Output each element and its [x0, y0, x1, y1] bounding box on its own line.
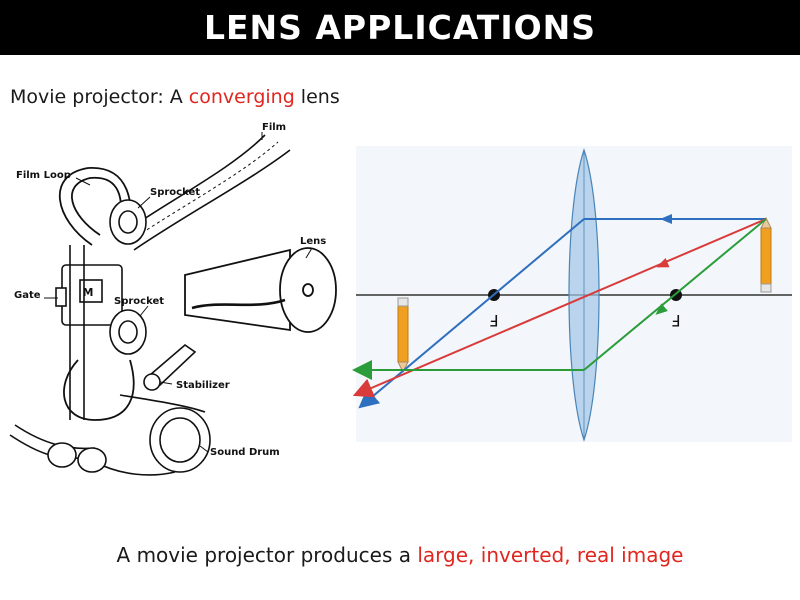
leader-lens: [305, 247, 313, 259]
leader-sprocket-top: [137, 196, 151, 209]
image-pencil: [397, 297, 409, 374]
subtitle: Movie projector: A converging lens: [10, 86, 340, 108]
sound-drum-inner: [159, 417, 201, 463]
caption-prefix: A movie projector produces a: [116, 543, 418, 567]
caption: A movie projector produces a large, inve…: [0, 543, 800, 567]
film-loop-bottom: [63, 359, 135, 421]
leader-film-loop: [75, 177, 91, 186]
sound-drum: [149, 407, 211, 473]
ray-red: [352, 218, 767, 398]
film-to-drum: [119, 394, 206, 413]
caption-highlight: large, inverted, real image: [417, 543, 684, 567]
ray-red-arrow: [656, 258, 670, 268]
title-bar: LENS APPLICATIONS: [0, 0, 800, 55]
lens-barrel: [184, 248, 291, 332]
page-title: LENS APPLICATIONS: [203, 8, 597, 47]
object-pencil: [760, 216, 772, 293]
upper-sprocket-hub: [118, 210, 138, 234]
lens-center: [302, 283, 314, 297]
leader-stabilizer: [159, 381, 173, 385]
subtitle-prefix: Movie projector: A: [10, 86, 189, 108]
film-strip-top-perforations: [126, 141, 279, 244]
bottom-roller-right: [77, 447, 107, 473]
label-sprocket-top: Sprocket: [150, 187, 200, 198]
focal-label-left: F: [489, 311, 498, 330]
label-gate: Gate: [14, 290, 41, 301]
label-lens: Lens: [300, 236, 326, 247]
lens-barrel-shading: [191, 298, 286, 310]
lower-sprocket-hub: [118, 320, 138, 344]
gate-side: [55, 287, 67, 307]
label-film-loop: Film Loop: [16, 170, 71, 181]
subtitle-suffix: lens: [294, 86, 340, 108]
focal-label-right: F: [671, 311, 680, 330]
ray-green-arrow: [655, 303, 668, 315]
gate-window: [79, 279, 103, 303]
bottom-roller-left: [47, 442, 77, 468]
leader-sound-drum: [199, 445, 209, 453]
ray-green: [352, 218, 767, 380]
label-film: Film: [262, 122, 286, 133]
label-stabilizer: Stabilizer: [176, 380, 230, 391]
label-sound-drum: Sound Drum: [210, 447, 280, 458]
gate-window-mark: M: [83, 286, 94, 299]
leader-sprocket-bottom: [139, 305, 149, 317]
subtitle-highlight: converging: [188, 86, 295, 108]
label-sprocket-bottom: Sprocket: [114, 296, 164, 307]
ray-blue: [358, 218, 766, 409]
ray-blue-arrow: [660, 214, 672, 224]
film-strip-top-edge-b: [133, 149, 291, 251]
